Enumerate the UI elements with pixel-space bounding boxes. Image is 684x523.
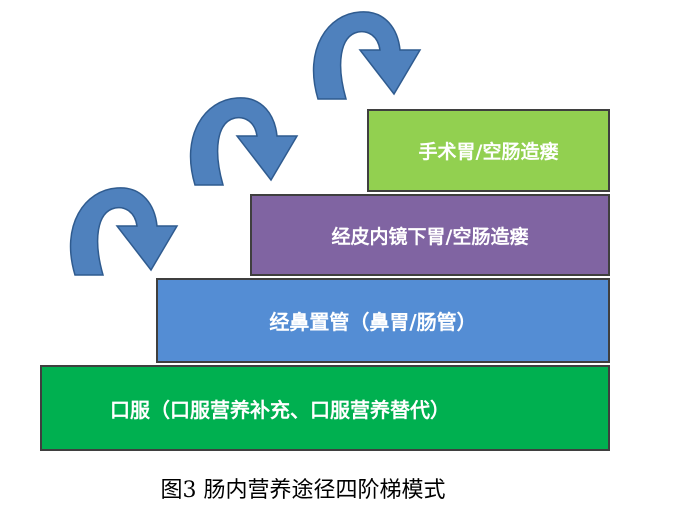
step-peg: 经皮内镜下胃/空肠造瘘 [250,194,610,276]
step-nasal-tube-label: 经鼻置管（鼻胃/肠管） [269,310,477,334]
step-surgical-label: 手术胃/空肠造瘘 [418,141,559,163]
step-surgical: 手术胃/空肠造瘘 [367,109,610,192]
figure-caption: 图3 肠内营养途径四阶梯模式 [160,478,446,503]
curved-arrow-icon [69,187,179,276]
curved-arrow-icon [189,97,299,186]
step-oral-label: 口服（口服营养补充、口服营养替代） [110,397,450,422]
step-oral: 口服（口服营养补充、口服营养替代） [40,365,610,451]
step-nasal-tube: 经鼻置管（鼻胃/肠管） [156,278,610,363]
curved-arrow-icon [312,11,422,100]
step-peg-label: 经皮内镜下胃/空肠造瘘 [331,225,529,248]
